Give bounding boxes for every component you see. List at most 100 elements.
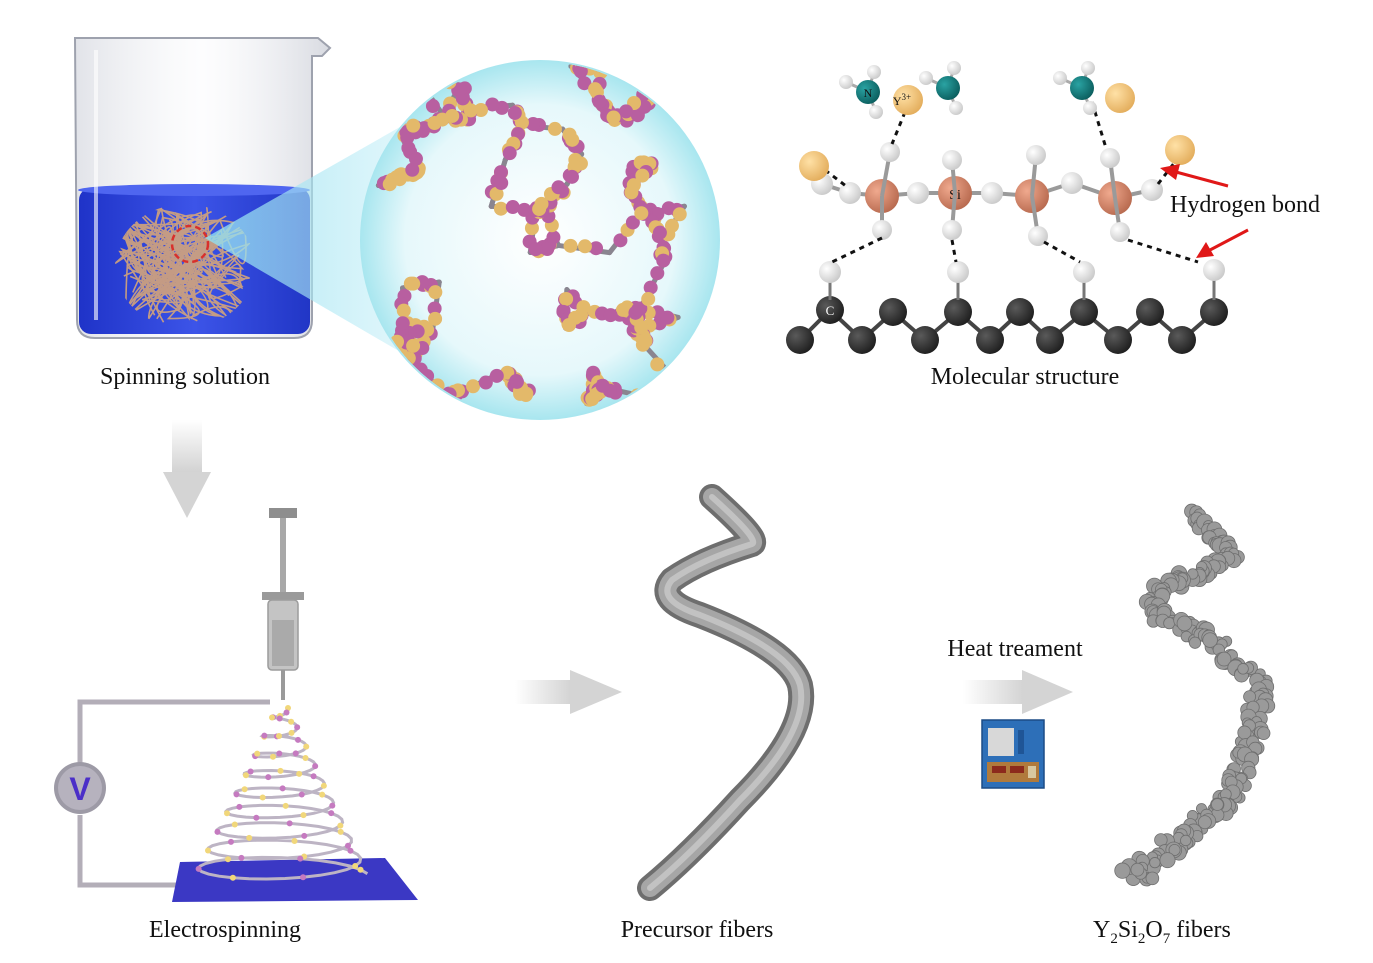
nitrogen-label: N (864, 86, 873, 100)
yellow-bead (562, 127, 577, 142)
formula-y: Y (1093, 917, 1110, 943)
pink-bead (661, 201, 676, 216)
pink-bead (195, 865, 202, 872)
hydrogen-bond-line (824, 168, 847, 188)
hydrogen-atom (947, 261, 969, 283)
yttrium-ion (799, 151, 829, 181)
carbon-atom (944, 298, 972, 326)
hydrogen-bond-line (890, 111, 907, 145)
caption-molecular-structure: Molecular structure (931, 364, 1120, 390)
caption-y2si2o7-fibers: Y2Si2O7 fibers (1093, 917, 1231, 947)
network-strand (698, 64, 706, 97)
yellow-bead (352, 863, 359, 870)
pink-bead (214, 828, 221, 835)
yellow-bead (463, 103, 478, 118)
yellow-bead (337, 828, 344, 835)
hydrogen-atom (872, 220, 892, 240)
formula-sub-7: 7 (1163, 931, 1171, 947)
hydrogen-bond-line (1043, 240, 1081, 264)
yellow-bead (428, 285, 443, 300)
pink-bead (298, 791, 305, 798)
yellow-bead (277, 767, 284, 774)
pink-bead (502, 146, 517, 161)
network-strand (698, 91, 704, 130)
pink-bead (656, 253, 671, 268)
carbon-atom (786, 326, 814, 354)
yellow-bead (396, 303, 411, 318)
oxygen-atom (1141, 179, 1163, 201)
yellow-bead (500, 365, 515, 380)
caption-precursor-fibers: Precursor fibers (621, 917, 774, 943)
yellow-bead (641, 292, 656, 307)
right-arrow-heat (963, 670, 1073, 714)
yellow-bead (282, 802, 289, 809)
hydrogen-atom (1083, 101, 1097, 115)
yellow-bead (626, 178, 641, 193)
spiral-fiber (196, 707, 369, 881)
ceramic-grain (1114, 862, 1131, 879)
pink-bead (631, 302, 646, 317)
carbon-atom (1070, 298, 1098, 326)
pink-bead (227, 838, 234, 845)
yellow-bead (406, 276, 421, 291)
yellow-bead (562, 318, 577, 333)
pink-bead (494, 176, 509, 191)
yellow-bead (337, 822, 344, 829)
pink-bead (411, 75, 426, 90)
carbon-atom (848, 326, 876, 354)
pink-bead (695, 106, 710, 121)
yellow-bead (302, 754, 309, 761)
furnace-icon (981, 719, 1045, 789)
hydrogen-atom (1100, 148, 1120, 168)
molecular-structure: CSiY3+N (786, 61, 1228, 354)
hydrogen-atom (942, 220, 962, 240)
yellow-bead (694, 66, 709, 81)
carbon-atom (1036, 326, 1064, 354)
yellow-bead (382, 177, 397, 192)
syringe (262, 508, 304, 700)
pink-bead (294, 736, 301, 743)
precursor-fiber (637, 484, 815, 901)
yellow-bead (615, 302, 630, 317)
yellow-bead (693, 80, 708, 95)
yellow-bead (229, 874, 236, 881)
hydrogen-atom (1053, 71, 1067, 85)
pink-bead (312, 763, 319, 770)
carbon-atom (1136, 298, 1164, 326)
yellow-bead (635, 168, 650, 183)
pink-bead (405, 162, 420, 177)
ceramic-grain (1202, 632, 1218, 648)
pink-bead (694, 112, 709, 127)
carbon-atom (1104, 326, 1132, 354)
pink-bead (283, 709, 290, 716)
ceramic-grain (1168, 843, 1181, 856)
yellow-bead (534, 196, 549, 211)
tangle-strand (160, 218, 255, 305)
ceramic-grain (1159, 852, 1176, 869)
pink-bead (452, 82, 467, 97)
oxygen-atom (1061, 172, 1083, 194)
carbon-atom (976, 326, 1004, 354)
ceramic-grain (1149, 857, 1161, 869)
pink-bead (297, 855, 304, 862)
pink-bead (595, 378, 610, 393)
yellow-bead (652, 393, 667, 408)
yellow-bead (288, 718, 295, 725)
yellow-bead (242, 772, 249, 779)
electrospinning-setup: V (54, 508, 418, 902)
pink-bead (625, 215, 640, 230)
yellow-bead (606, 110, 621, 125)
hydrogen-atom (1110, 222, 1130, 242)
yellow-bead (254, 750, 261, 757)
carbon-atom (1168, 326, 1196, 354)
yttrium-ion (1105, 83, 1135, 113)
carbon-atom (1200, 298, 1228, 326)
pink-bead (401, 140, 416, 155)
hydrogen-atom (1203, 259, 1225, 281)
pink-bead (528, 242, 543, 257)
ceramic-grain (1256, 726, 1271, 741)
ceramic-grain (1216, 651, 1232, 667)
pink-bead (485, 97, 500, 112)
formula-o: O (1145, 917, 1162, 943)
pink-bead (507, 105, 522, 120)
